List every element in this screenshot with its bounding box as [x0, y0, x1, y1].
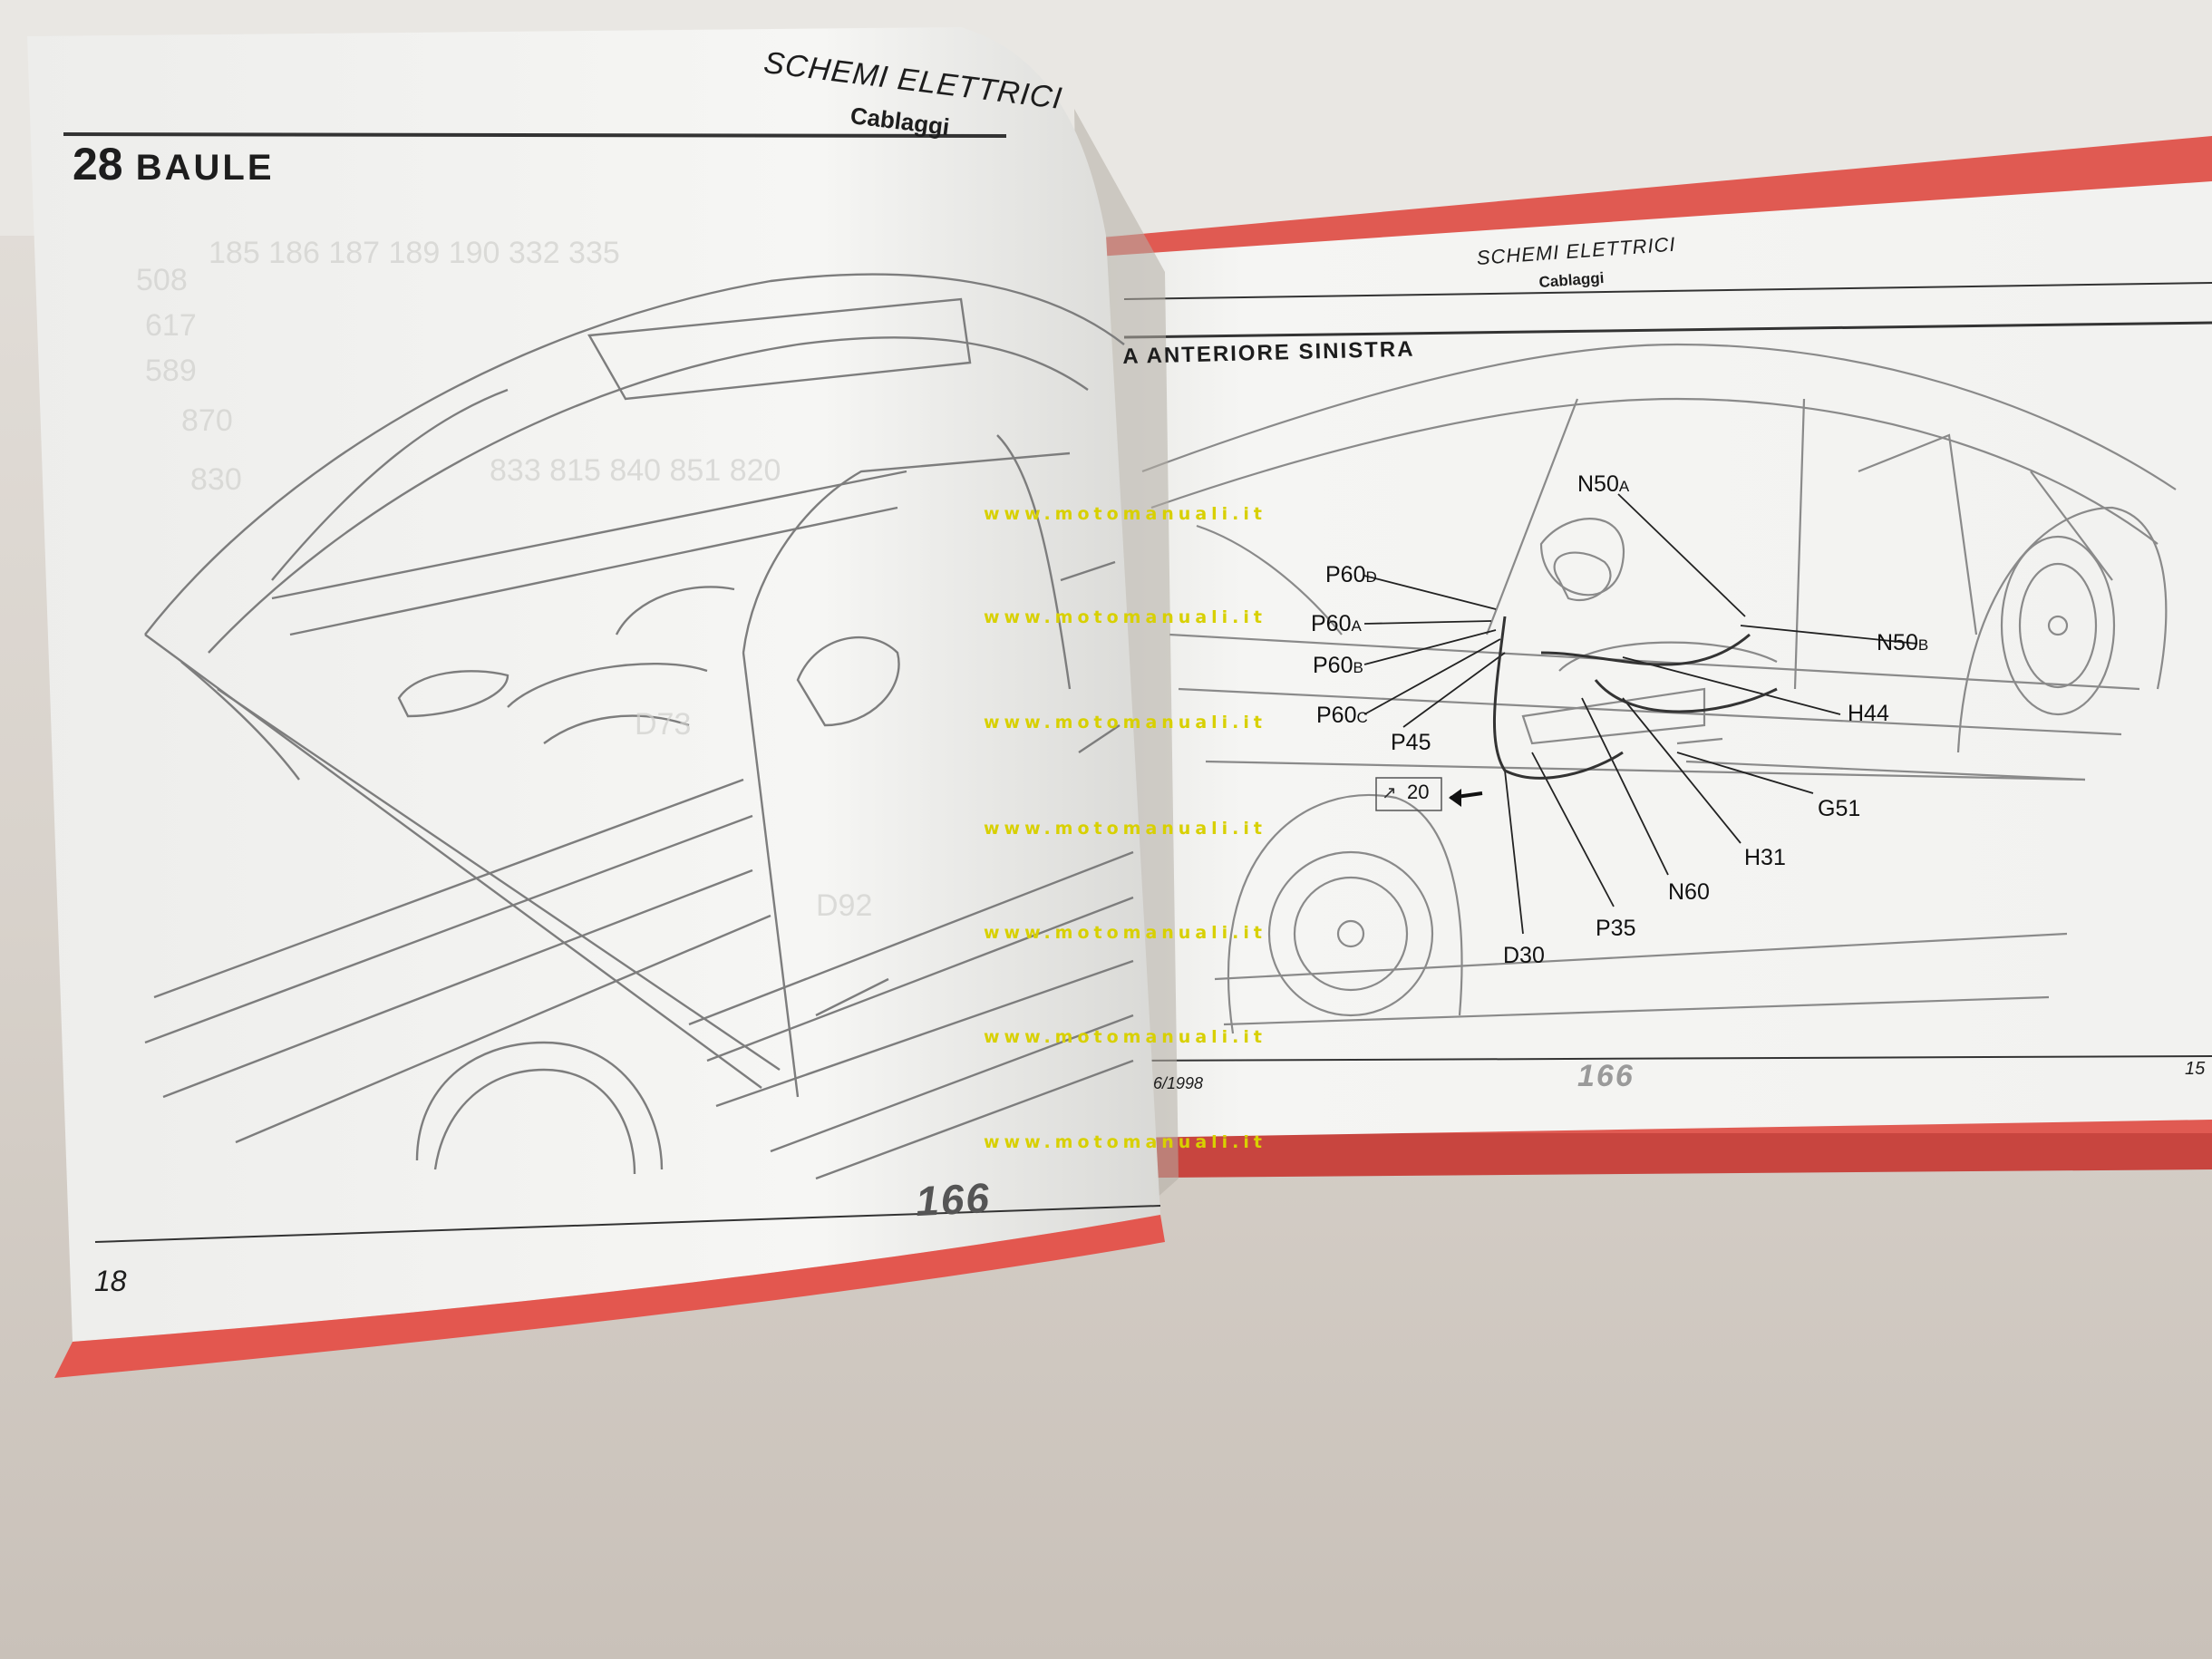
- callout-h31: H31: [1744, 845, 1786, 870]
- svg-text:833 815 840 851 820: 833 815 840 851 820: [490, 453, 781, 488]
- left-page: [27, 27, 1160, 1342]
- watermark-text: www.motomanuali.it: [984, 504, 1266, 524]
- right-page-number: 15: [2185, 1059, 2206, 1079]
- callout-p60c: P60C: [1316, 703, 1368, 728]
- callout-p60d: P60D: [1325, 562, 1377, 587]
- callout-n60: N60: [1668, 879, 1710, 905]
- reference-box-label: 20: [1407, 781, 1430, 803]
- watermark-text: www.motomanuali.it: [984, 607, 1266, 627]
- reference-box-icon: ↗: [1382, 783, 1397, 803]
- svg-text:830: 830: [190, 462, 242, 497]
- section-number: 28: [73, 139, 123, 189]
- svg-text:617: 617: [145, 308, 197, 343]
- right-footer-date: 6/1998: [1153, 1074, 1204, 1092]
- svg-text:D73: D73: [635, 707, 691, 742]
- callout-n50a: N50A: [1577, 471, 1630, 497]
- callout-g51: G51: [1818, 796, 1861, 821]
- svg-text:508: 508: [136, 263, 188, 297]
- car-side-drawing: [1141, 343, 2177, 1034]
- left-section-heading: 28 BAULE: [73, 138, 275, 190]
- watermark-text: www.motomanuali.it: [984, 1027, 1266, 1047]
- wiring-harness: [1492, 616, 1778, 780]
- callout-p60a: P60A: [1311, 611, 1362, 636]
- svg-text:D92: D92: [816, 888, 872, 923]
- show-through-text: 185 186 187 189 190 332 335: [209, 236, 620, 270]
- watermark-text: www.motomanuali.it: [984, 713, 1266, 732]
- watermark-text: www.motomanuali.it: [984, 923, 1266, 943]
- right-page: [1070, 181, 2212, 1138]
- svg-text:589: 589: [145, 354, 197, 388]
- watermark-text: www.motomanuali.it: [984, 1132, 1266, 1152]
- watermark-text: www.motomanuali.it: [984, 819, 1266, 839]
- callout-p60b: P60B: [1313, 653, 1363, 678]
- callout-p45: P45: [1391, 730, 1431, 755]
- callout-n50b: N50B: [1877, 630, 1929, 655]
- svg-text:870: 870: [181, 403, 233, 438]
- callout-p35: P35: [1596, 916, 1636, 941]
- right-model-mark: 166: [1577, 1059, 1635, 1093]
- callout-h44: H44: [1848, 701, 1889, 726]
- callout-d30: D30: [1503, 943, 1545, 968]
- car-perspective-drawing: [144, 273, 1134, 1180]
- left-model-mark: 166: [914, 1173, 993, 1226]
- section-title: BAULE: [135, 148, 275, 188]
- left-page-number: 18: [94, 1265, 127, 1297]
